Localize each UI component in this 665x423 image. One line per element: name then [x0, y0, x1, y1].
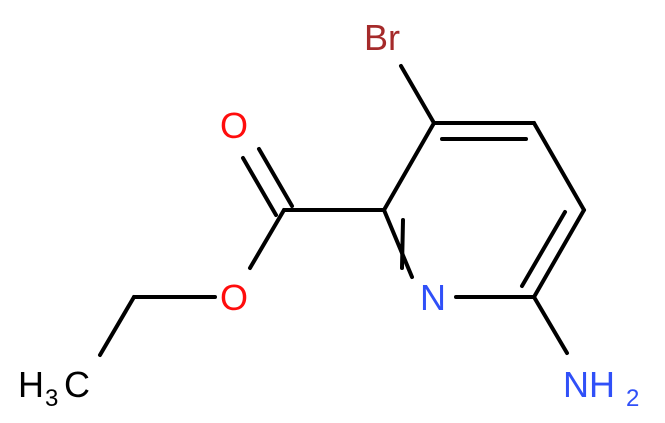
amine-group-label: NH 2 — [563, 364, 639, 412]
bond-c2-c3 — [382, 121, 436, 212]
bond-carbonyl-o-a — [257, 147, 294, 208]
methyl-c-label: C — [64, 364, 90, 405]
bond-c3-br — [399, 64, 436, 125]
ring-nitrogen-label: N — [420, 277, 446, 318]
methyl-subscript: 3 — [45, 385, 58, 412]
bonds — [98, 64, 586, 357]
bond-c6-nh2 — [532, 295, 569, 355]
bond-ch2-ch3 — [98, 295, 136, 357]
bond-c5-c6-inner — [520, 210, 567, 288]
bond-c4-c5 — [532, 121, 586, 212]
bromine-label: Br — [364, 17, 400, 58]
bond-carbonyl-o-b — [241, 156, 278, 217]
bond-n1-c2-inner — [400, 218, 405, 270]
methyl-group-label: H 3 C — [18, 364, 90, 412]
amine-subscript: 2 — [626, 385, 639, 412]
bond-c5-c6 — [532, 208, 586, 299]
atom-labels: Br O O N NH 2 H 3 C — [18, 17, 639, 412]
ester-oxygen-label: O — [220, 277, 248, 318]
bond-ccarbonyl-oester — [248, 208, 286, 270]
carbonyl-oxygen-label: O — [220, 105, 248, 146]
bond-n1-c2 — [382, 208, 414, 279]
methyl-h-label: H — [18, 364, 44, 405]
amine-label: NH — [563, 364, 615, 405]
